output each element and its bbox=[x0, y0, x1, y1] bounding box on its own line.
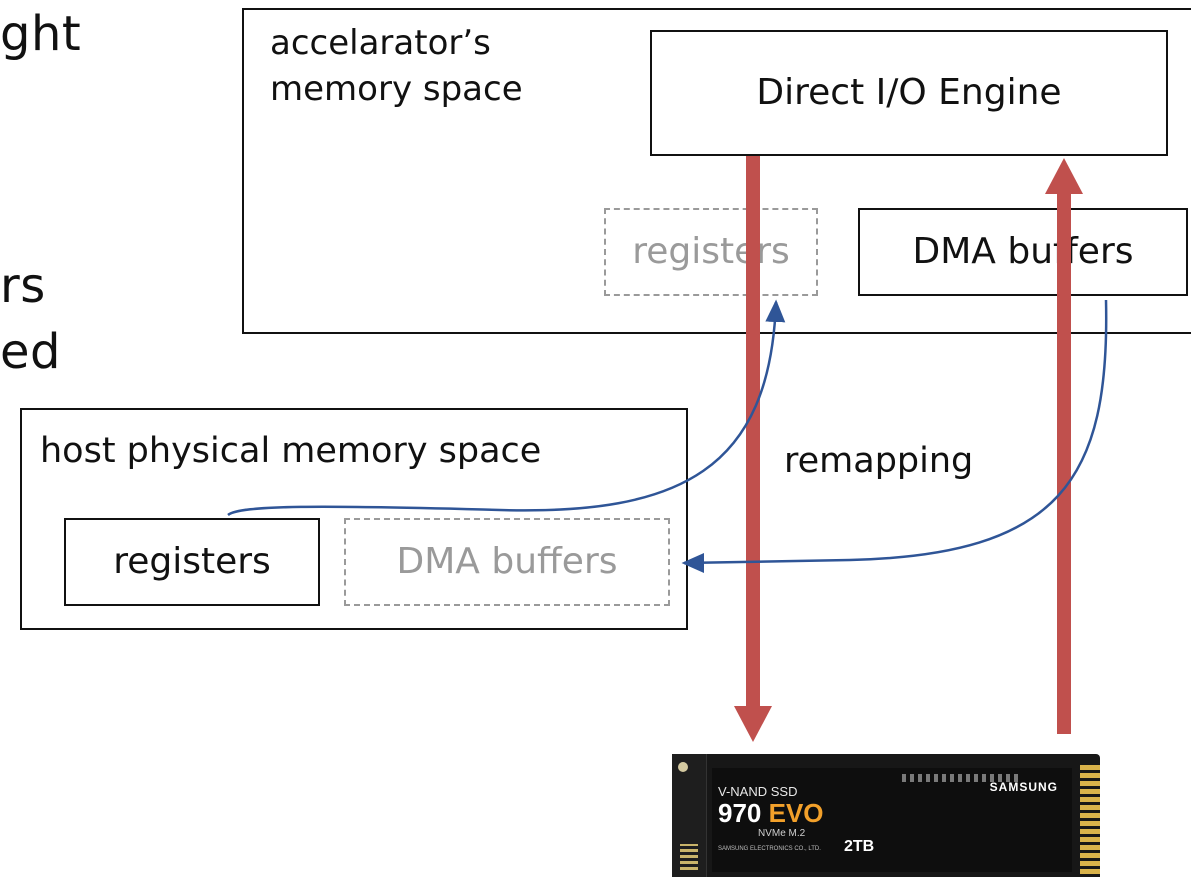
ssd-gold-connector bbox=[1080, 764, 1100, 874]
ssd-model-prefix: 970 bbox=[718, 798, 762, 828]
cutoff-text-2: rs bbox=[0, 258, 46, 314]
host-registers-label: registers bbox=[113, 541, 271, 583]
remapping-label: remapping bbox=[784, 441, 974, 481]
ssd-chips-strip bbox=[902, 774, 1022, 782]
ssd-maker: SAMSUNG bbox=[989, 780, 1058, 794]
blue-remap-arrow-registers bbox=[227, 299, 786, 517]
ssd-pads bbox=[680, 844, 698, 870]
cutoff-text-1: ght bbox=[0, 6, 82, 62]
ssd-label: V-NAND SSD 970 EVO NVMe M.2 SAMSUNG ELEC… bbox=[712, 768, 1072, 872]
ssd-capacity: 2TB bbox=[844, 838, 875, 855]
ssd-model: 970 EVO bbox=[718, 798, 824, 829]
cutoff-text-3: ed bbox=[0, 324, 61, 380]
blue-remap-arrow-dma bbox=[681, 299, 1108, 573]
ssd-image: V-NAND SSD 970 EVO NVMe M.2 SAMSUNG ELEC… bbox=[672, 754, 1100, 877]
direct-io-engine-label: Direct I/O Engine bbox=[756, 72, 1062, 114]
host-dma-buffers-label: DMA buffers bbox=[396, 541, 618, 583]
accelerator-title-line2: memory space bbox=[270, 69, 523, 109]
ssd-screw-hole bbox=[678, 762, 688, 772]
ssd-interface: NVMe M.2 bbox=[758, 828, 806, 839]
host-dma-buffers: DMA buffers bbox=[344, 518, 670, 606]
ssd-maker-small: SAMSUNG ELECTRONICS CO., LTD. bbox=[718, 846, 821, 852]
ssd-left-edge bbox=[672, 754, 707, 877]
accelerator-title: accelarator’s memory space bbox=[270, 20, 523, 112]
direct-io-engine: Direct I/O Engine bbox=[650, 30, 1168, 156]
red-up-arrow bbox=[1045, 158, 1083, 734]
red-down-arrow bbox=[734, 156, 772, 742]
accelerator-dma-buffers-label: DMA buffers bbox=[912, 231, 1134, 273]
host-title: host physical memory space bbox=[40, 431, 542, 471]
accelerator-dma-buffers: DMA buffers bbox=[858, 208, 1188, 296]
ssd-brand-line: V-NAND SSD bbox=[718, 784, 798, 799]
accelerator-registers: registers bbox=[604, 208, 818, 296]
host-registers: registers bbox=[64, 518, 320, 606]
accelerator-title-line1: accelarator’s bbox=[270, 23, 491, 63]
ssd-model-suffix: EVO bbox=[768, 798, 824, 828]
accelerator-registers-label: registers bbox=[632, 231, 790, 273]
